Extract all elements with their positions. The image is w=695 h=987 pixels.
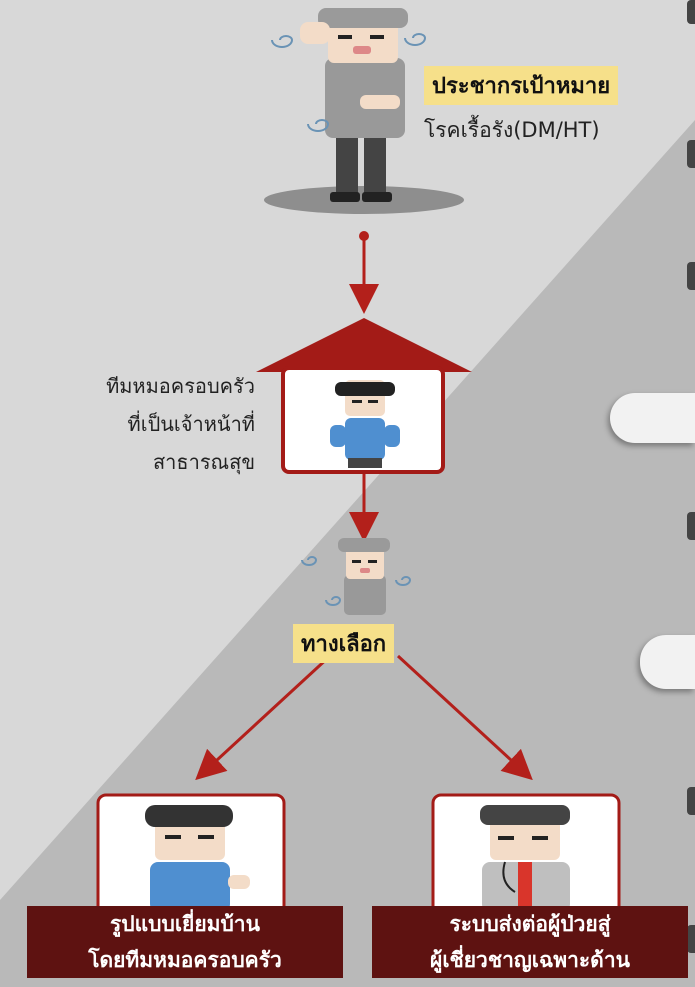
health-worker-icon <box>330 380 400 468</box>
doctor-icon <box>480 805 570 912</box>
team-label-line: ทีมหมอครอบครัว <box>106 374 255 398</box>
caption-line: รูปแบบเยี่ยมบ้าน <box>110 912 260 936</box>
edge-marker <box>687 0 695 24</box>
dizzy-swirl-icon <box>271 33 427 132</box>
health-worker-icon <box>145 805 250 912</box>
edge-marker <box>687 262 695 290</box>
chronic-disease-label: โรคเรื้อรัง(DM/HT) <box>424 118 600 142</box>
team-label: ทีมหมอครอบครัว ที่เป็นเจ้าหน้าที่ สาธารณ… <box>106 367 255 481</box>
side-tab <box>610 393 695 443</box>
edge-marker <box>687 787 695 815</box>
team-label-line: สาธารณสุข <box>152 450 255 474</box>
caption-line: ผู้เชี่ยวชาญเฉพาะด้าน <box>430 948 630 972</box>
caption-line: ระบบส่งต่อผู้ป่วยสู่ <box>449 912 611 936</box>
elderly-person-icon <box>338 538 390 615</box>
dizzy-swirl-icon <box>301 556 412 606</box>
elderly-person-icon <box>264 8 464 214</box>
arrow <box>396 654 533 781</box>
edge-marker <box>687 925 695 953</box>
edge-marker <box>687 140 695 168</box>
option-right-caption: ระบบส่งต่อผู้ป่วยสู่ ผู้เชี่ยวชาญเฉพาะด้… <box>372 906 688 978</box>
option-left-caption: รูปแบบเยี่ยมบ้าน โดยทีมหมอครอบครัว <box>27 906 343 978</box>
team-label-line: ที่เป็นเจ้าหน้าที่ <box>127 412 255 436</box>
edge-marker <box>687 512 695 540</box>
arrow <box>195 654 332 781</box>
choice-label: ทางเลือก <box>293 624 395 663</box>
side-tab <box>640 635 695 689</box>
target-population-label: ประชากรเป้าหมาย <box>424 66 619 105</box>
caption-line: โดยทีมหมอครอบครัว <box>88 948 282 972</box>
